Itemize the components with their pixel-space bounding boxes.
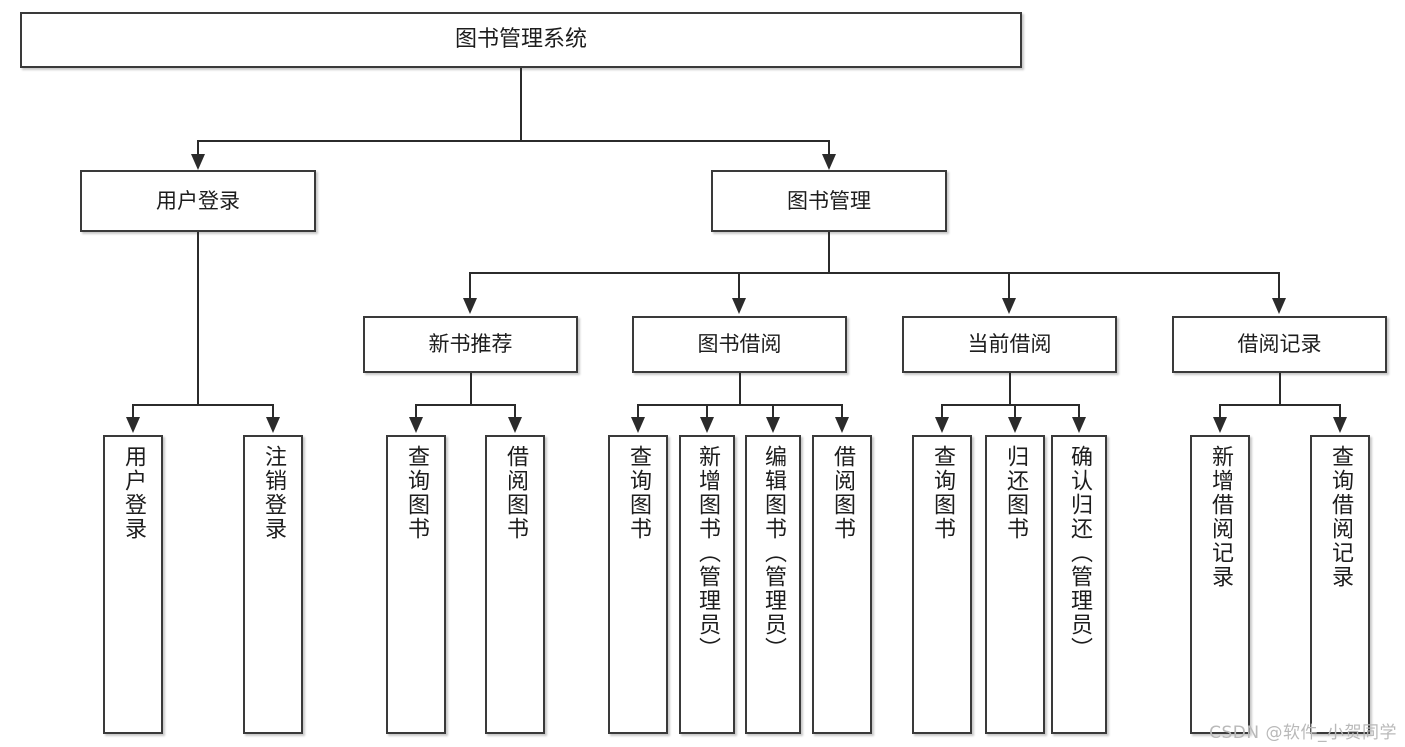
connector-user-login-leg-2 xyxy=(272,404,274,419)
node-current-borrow[interactable]: 当前借阅 xyxy=(902,316,1117,373)
node-label: 查询图书 xyxy=(404,445,429,541)
node-new-book-recommend[interactable]: 新书推荐 xyxy=(363,316,578,373)
arrow-to-leaf-add-book xyxy=(700,417,714,433)
node-label: 注销登录 xyxy=(261,445,286,541)
node-leaf-borrow-book-1[interactable]: 借阅图书 xyxy=(485,435,545,734)
node-leaf-return-book[interactable]: 归还图书 xyxy=(985,435,1045,734)
connector-user-login-stem xyxy=(197,232,199,404)
node-leaf-query-book-1[interactable]: 查询图书 xyxy=(386,435,446,734)
connector-book-manage-stem xyxy=(828,232,830,272)
connector-book-borrow-leg-3 xyxy=(772,404,774,419)
node-label: 归还图书 xyxy=(1003,445,1028,541)
connector-new-book-bus xyxy=(415,404,516,406)
connector-new-book-leg-2 xyxy=(514,404,516,419)
node-label: 编辑图书（管理员） xyxy=(761,445,786,661)
node-label: 当前借阅 xyxy=(967,332,1052,357)
connector-book-manage-leg-1 xyxy=(469,272,471,300)
node-leaf-edit-book[interactable]: 编辑图书（管理员） xyxy=(745,435,801,734)
connector-book-borrow-leg-4 xyxy=(841,404,843,419)
node-label: 用户登录 xyxy=(156,188,240,213)
arrow-to-new-book-rec xyxy=(463,298,477,314)
node-label: 借阅记录 xyxy=(1237,332,1322,357)
node-leaf-add-book[interactable]: 新增图书（管理员） xyxy=(679,435,735,734)
arrow-to-leaf-edit-book xyxy=(766,417,780,433)
connector-new-book-stem xyxy=(470,373,472,404)
connector-current-borrow-stem xyxy=(1009,373,1011,404)
connector-book-manage-leg-4 xyxy=(1278,272,1280,300)
arrow-to-book-borrow xyxy=(732,298,746,314)
arrow-to-leaf-borrow-book-2 xyxy=(835,417,849,433)
node-label: 借阅图书 xyxy=(503,445,528,541)
arrow-to-leaf-add-record xyxy=(1213,417,1227,433)
connector-root-stem xyxy=(520,68,522,140)
connector-current-borrow-bus xyxy=(941,404,1079,406)
arrow-to-book-manage xyxy=(822,154,836,170)
node-leaf-user-login[interactable]: 用户登录 xyxy=(103,435,163,734)
node-label: 用户登录 xyxy=(121,445,146,541)
connector-root-leg-right xyxy=(828,140,830,156)
connector-book-manage-leg-2 xyxy=(738,272,740,300)
connector-borrow-record-leg-1 xyxy=(1219,404,1221,419)
arrow-to-leaf-user-logout xyxy=(266,417,280,433)
arrow-to-leaf-confirm-return xyxy=(1072,417,1086,433)
node-label: 图书管理系统 xyxy=(454,27,587,53)
node-leaf-query-book-2[interactable]: 查询图书 xyxy=(608,435,668,734)
node-label: 新增图书（管理员） xyxy=(695,445,720,661)
connector-borrow-record-leg-2 xyxy=(1339,404,1341,419)
node-leaf-user-logout[interactable]: 注销登录 xyxy=(243,435,303,734)
connector-current-borrow-leg-1 xyxy=(941,404,943,419)
arrow-to-current-borrow xyxy=(1002,298,1016,314)
node-label: 新增借阅记录 xyxy=(1208,445,1233,589)
connector-user-login-bus xyxy=(132,404,273,406)
arrow-to-leaf-return-book xyxy=(1008,417,1022,433)
node-leaf-query-borrow-record[interactable]: 查询借阅记录 xyxy=(1310,435,1370,734)
connector-current-borrow-leg-3 xyxy=(1078,404,1080,419)
node-leaf-add-borrow-record[interactable]: 新增借阅记录 xyxy=(1190,435,1250,734)
connector-book-borrow-stem xyxy=(739,373,741,404)
connector-root-bus xyxy=(197,140,830,142)
node-user-login[interactable]: 用户登录 xyxy=(80,170,316,232)
connector-user-login-leg-1 xyxy=(132,404,134,419)
connector-root-leg-left xyxy=(197,140,199,156)
arrow-to-leaf-query-book-2 xyxy=(631,417,645,433)
node-label: 确认归还（管理员） xyxy=(1067,445,1092,661)
connector-borrow-record-bus xyxy=(1219,404,1341,406)
node-leaf-borrow-book-2[interactable]: 借阅图书 xyxy=(812,435,872,734)
connector-current-borrow-leg-2 xyxy=(1014,404,1016,419)
connector-new-book-leg-1 xyxy=(415,404,417,419)
node-label: 图书借阅 xyxy=(697,332,782,357)
node-label: 借阅图书 xyxy=(830,445,855,541)
node-leaf-confirm-return[interactable]: 确认归还（管理员） xyxy=(1051,435,1107,734)
connector-book-manage-bus xyxy=(469,272,1280,274)
arrow-to-leaf-query-book-1 xyxy=(409,417,423,433)
arrow-to-leaf-query-record xyxy=(1333,417,1347,433)
node-book-manage[interactable]: 图书管理 xyxy=(711,170,947,232)
node-label: 查询借阅记录 xyxy=(1328,445,1353,589)
connector-book-manage-leg-3 xyxy=(1008,272,1010,300)
node-label: 新书推荐 xyxy=(428,332,513,357)
connector-book-borrow-bus xyxy=(637,404,842,406)
node-label: 图书管理 xyxy=(787,188,871,213)
node-leaf-query-book-3[interactable]: 查询图书 xyxy=(912,435,972,734)
arrow-to-leaf-user-login xyxy=(126,417,140,433)
connector-book-borrow-leg-1 xyxy=(637,404,639,419)
arrow-to-leaf-query-book-3 xyxy=(935,417,949,433)
arrow-to-user-login xyxy=(191,154,205,170)
arrow-to-leaf-borrow-book-1 xyxy=(508,417,522,433)
node-root-system[interactable]: 图书管理系统 xyxy=(20,12,1022,68)
connector-book-borrow-leg-2 xyxy=(706,404,708,419)
node-label: 查询图书 xyxy=(626,445,651,541)
node-label: 查询图书 xyxy=(930,445,955,541)
connector-borrow-record-stem xyxy=(1279,373,1281,404)
node-borrow-record[interactable]: 借阅记录 xyxy=(1172,316,1387,373)
node-book-borrow[interactable]: 图书借阅 xyxy=(632,316,847,373)
arrow-to-borrow-record xyxy=(1272,298,1286,314)
